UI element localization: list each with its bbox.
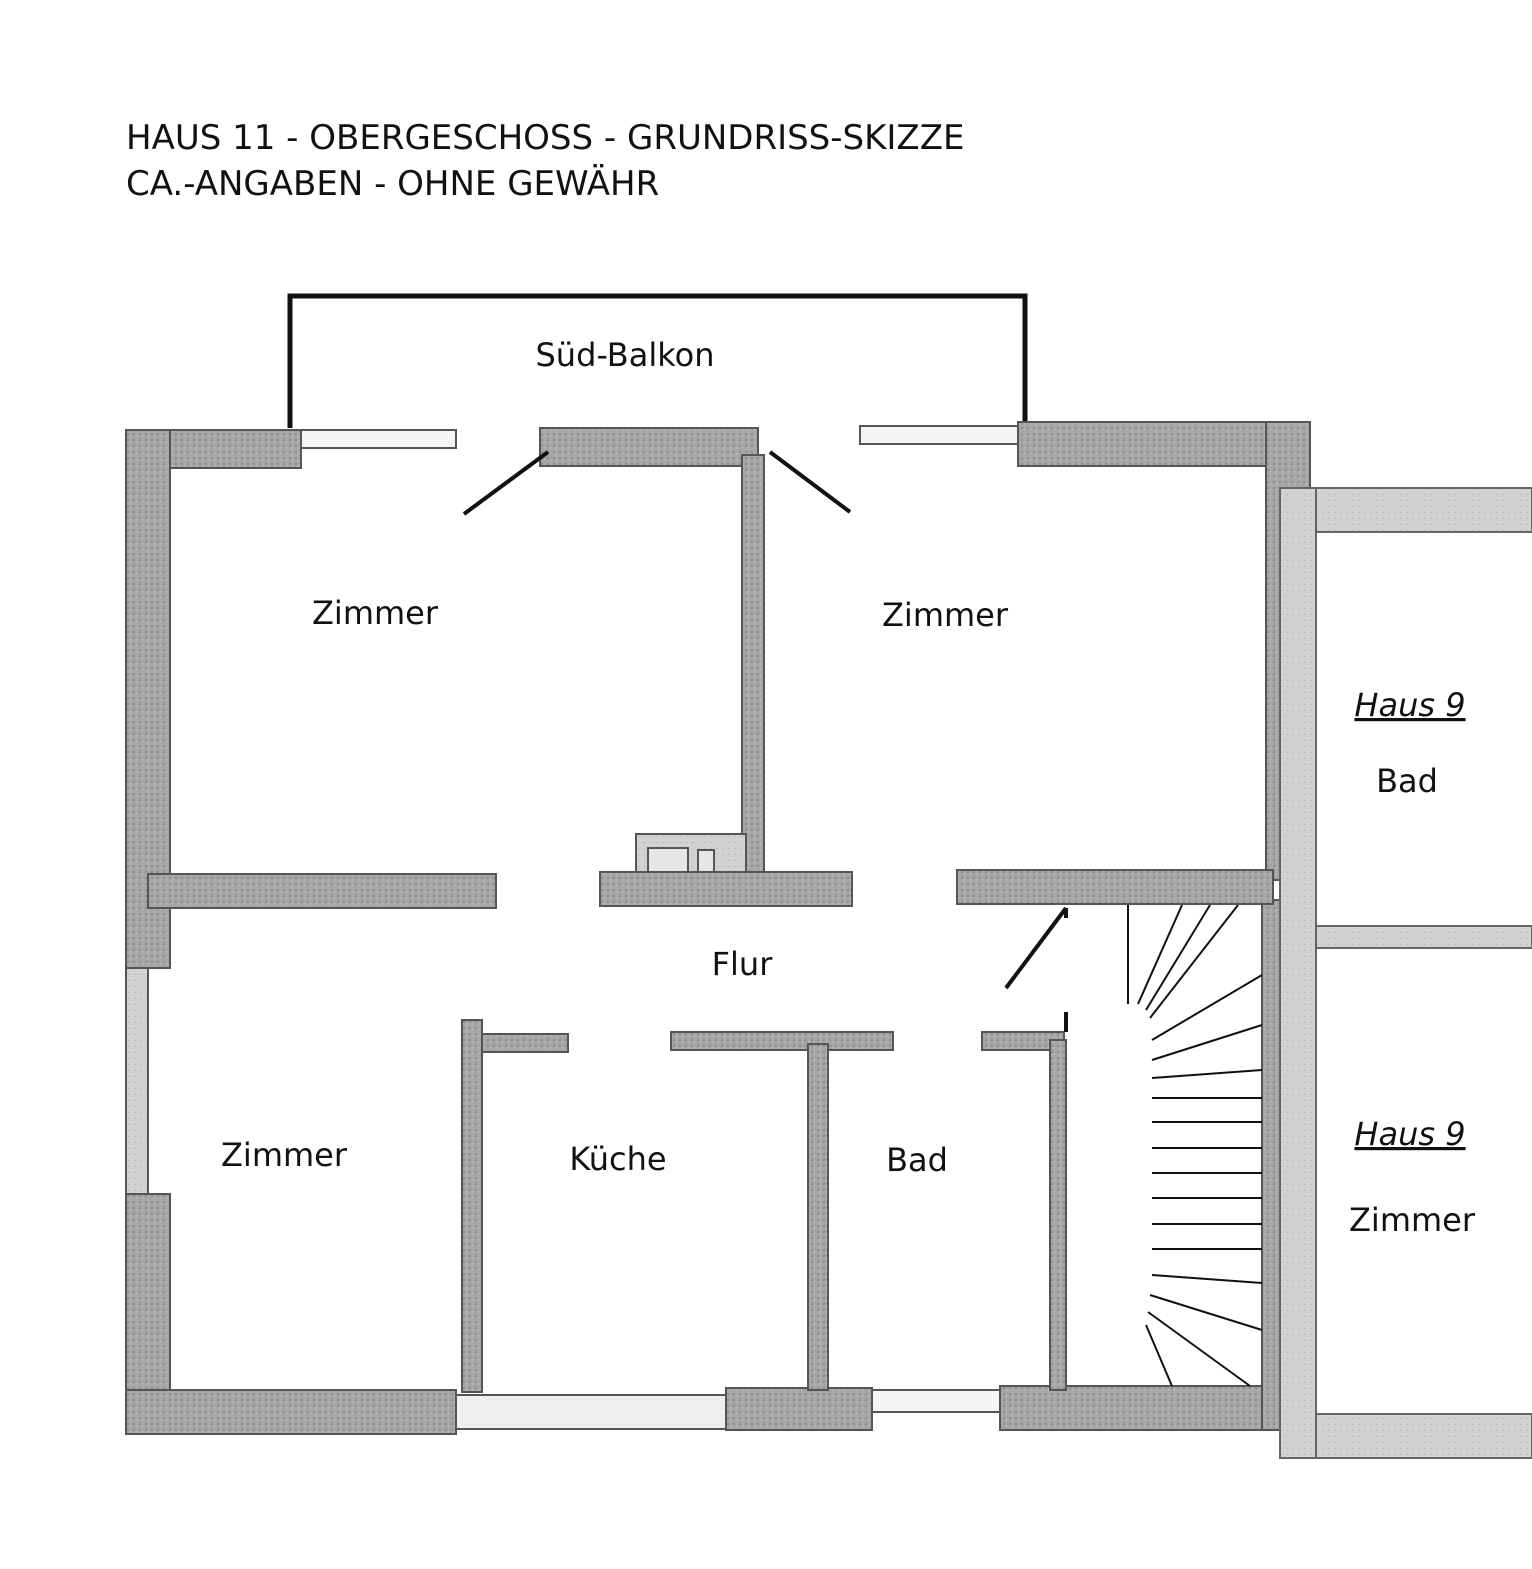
staircase (1127, 904, 1263, 1387)
plan-title: HAUS 11 - OBERGESCHOSS - GRUNDRISS-SKIZZ… (126, 118, 965, 158)
plan-header: HAUS 11 - OBERGESCHOSS - GRUNDRISS-SKIZZ… (126, 115, 965, 207)
label-neighbor-room-top: Bad (1376, 762, 1438, 800)
label-balcony: Süd-Balkon (535, 336, 714, 374)
balcony-railing (287, 293, 1028, 428)
label-room-top-left: Zimmer (312, 594, 439, 632)
door-swings (462, 450, 1068, 1032)
label-neighbor-room-bottom: Zimmer (1349, 1201, 1476, 1239)
label-room-bottom-left: Zimmer (221, 1136, 348, 1174)
exterior-walls (125, 421, 1311, 1435)
label-room-top-right: Zimmer (882, 596, 1009, 634)
neighbor-building (1279, 487, 1532, 1459)
label-neighbor-house-bottom: Haus 9 (1354, 1115, 1465, 1153)
label-bathroom: Bad (886, 1141, 948, 1179)
label-hallway: Flur (712, 945, 774, 983)
interior-walls (147, 454, 1274, 1393)
label-kitchen: Küche (569, 1140, 666, 1178)
plan-disclaimer: CA.-ANGABEN - OHNE GEWÄHR (126, 164, 660, 204)
label-neighbor-house-top: Haus 9 (1354, 686, 1465, 724)
